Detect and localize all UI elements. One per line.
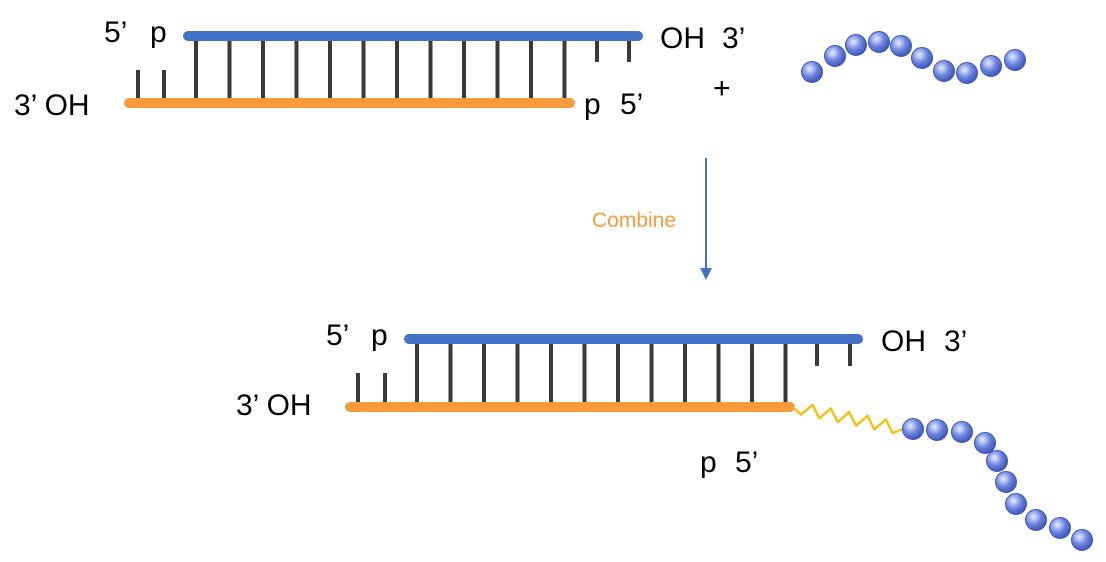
attached-chain-bead — [1071, 529, 1093, 551]
free-chain-bead — [824, 45, 846, 67]
free-chain-bead — [956, 62, 978, 84]
top-duplex-label-oh-top: OH — [660, 22, 705, 55]
bottom-duplex: 5’ p OH 3’ 3’ OH p 5’ — [236, 319, 967, 479]
attached-chain-bead — [995, 471, 1017, 493]
free-chain-bead — [890, 35, 912, 57]
bottom-duplex-label-3prime-top: 3’ — [944, 325, 967, 358]
attached-chain-bead — [974, 432, 996, 454]
top-duplex-label-3prime-oh-bottom: 3’ OH — [14, 89, 90, 122]
attached-bead-chain — [902, 418, 1093, 551]
free-chain-bead — [980, 55, 1002, 77]
plus-sign: + — [713, 72, 731, 105]
bottom-duplex-label-p-bottom: p — [700, 446, 717, 479]
linker-zigzag — [792, 403, 904, 435]
bottom-duplex-label-p-top: p — [371, 319, 388, 352]
combine-label: Combine — [592, 209, 676, 232]
attached-chain-bead — [1005, 493, 1027, 515]
bottom-duplex-label-oh-top: OH — [881, 325, 926, 358]
free-chain-bead — [1004, 49, 1026, 71]
bottom-duplex-label-3prime-oh-bottom: 3’ OH — [236, 389, 312, 422]
attached-chain-bead — [902, 418, 924, 440]
free-chain-bead — [911, 47, 933, 69]
combine-step: Combine — [592, 158, 712, 280]
free-chain-bead — [933, 60, 955, 82]
bottom-duplex-label-5prime-top: 5’ — [326, 319, 349, 352]
top-duplex-label-p-top: p — [150, 16, 167, 49]
bottom-duplex-base-pairs — [356, 342, 852, 404]
top-duplex-label-3prime-top: 3’ — [722, 22, 745, 55]
top-duplex-label-p-bottom: p — [584, 88, 601, 121]
free-chain-bead — [845, 34, 867, 56]
free-chain-bead — [868, 31, 890, 53]
free-chain-bead — [801, 61, 823, 83]
attached-chain-bead — [951, 421, 973, 443]
top-duplex-base-pairs — [136, 39, 631, 100]
top-duplex: 5’ p OH 3’ 3’ OH p 5’ + — [14, 16, 745, 122]
bottom-duplex-label-5prime-bottom: 5’ — [735, 446, 758, 479]
attached-chain-bead — [926, 419, 948, 441]
attached-chain-bead — [1025, 509, 1047, 531]
free-bead-chain — [801, 31, 1026, 84]
attached-chain-bead — [986, 450, 1008, 472]
top-duplex-label-5prime-bottom: 5’ — [620, 88, 643, 121]
attached-chain-bead — [1049, 517, 1071, 539]
top-duplex-label-5prime-top: 5’ — [104, 16, 127, 49]
